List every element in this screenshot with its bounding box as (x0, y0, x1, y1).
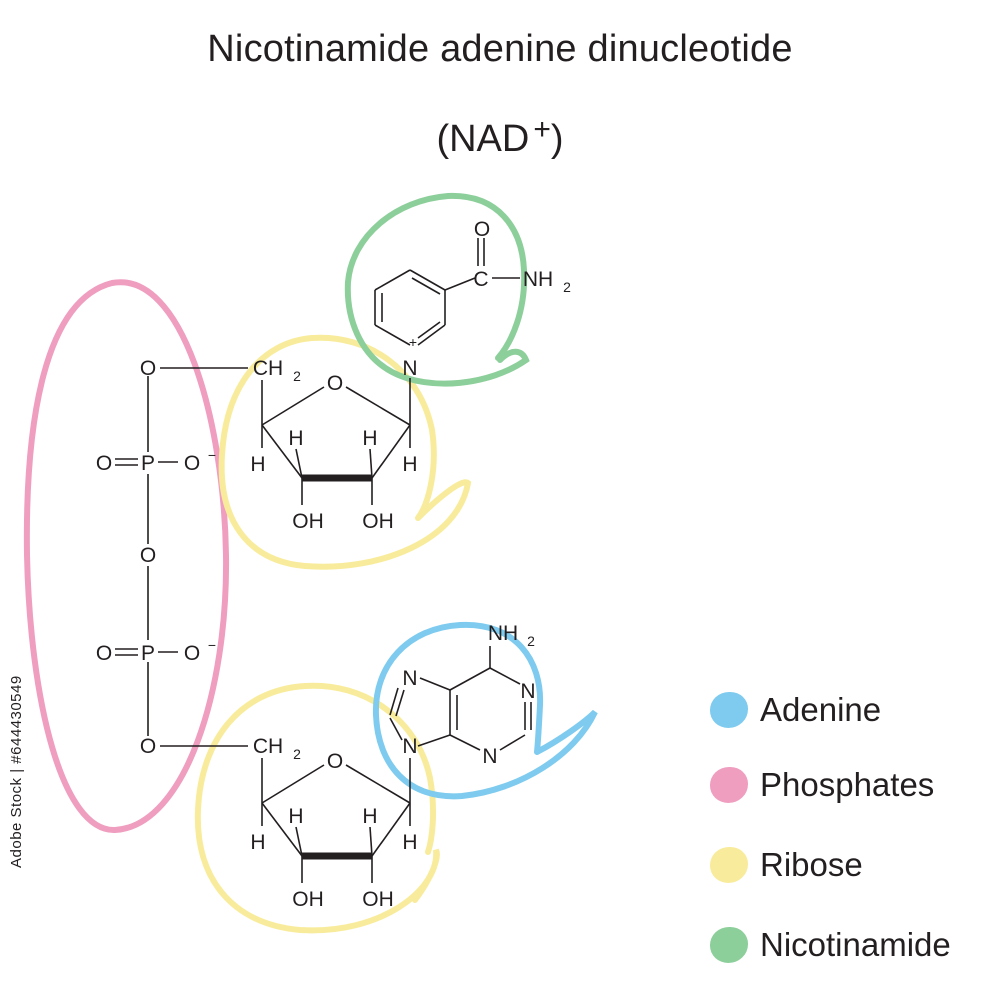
atom-labels: O P O O − O P O O − O CH 2 O H H H H OH … (96, 218, 571, 911)
legend-item-ribose: Ribose (710, 843, 1000, 887)
adenine-n-1: N (520, 680, 535, 703)
h-top-3: H (250, 453, 265, 476)
phosphate-o-double-1: O (96, 452, 112, 475)
legend-item-phosphates: Phosphates (710, 763, 1000, 807)
h-bottom-1: H (288, 805, 303, 828)
h-top-1: H (288, 427, 303, 450)
legend-label-nicotinamide: Nicotinamide (760, 926, 951, 963)
minus-charge-1: − (208, 447, 216, 463)
phosphate-o-minus-2: O (184, 642, 200, 665)
amide-nh2: NH (523, 268, 553, 291)
ch2-top-sub: 2 (293, 368, 301, 384)
adenine-n-7: N (402, 667, 417, 690)
oh-bottom-2: OH (362, 888, 394, 911)
nicotinamide-highlight (344, 192, 530, 387)
diagram-title: Nicotinamide adenine dinucleotide (207, 28, 793, 70)
plus-charge: + (409, 334, 417, 350)
oh-top-1: OH (292, 510, 324, 533)
ribose-bold-bonds (302, 474, 372, 860)
legend-label-phosphates: Phosphates (760, 766, 935, 803)
legend-swatch-ribose (710, 847, 748, 883)
adenine-nh2-sub: 2 (527, 633, 535, 649)
phosphate-o-double-2: O (96, 642, 112, 665)
bonds (115, 238, 532, 883)
legend-swatch-phosphates (710, 767, 748, 803)
minus-charge-2: − (208, 637, 216, 653)
amide-nh2-sub: 2 (563, 279, 571, 295)
h-bottom-2: H (362, 805, 377, 828)
h-top-2: H (362, 427, 377, 450)
ch2-top: CH (253, 357, 283, 380)
h-bottom-3: H (250, 831, 265, 854)
ribose-highlight-top (218, 334, 472, 570)
ch2-bottom-sub: 2 (293, 746, 301, 762)
stock-id-label: Adobe Stock | #644430549 (8, 675, 25, 868)
subtitle-text: (NAD (436, 118, 530, 160)
adenine-nh2: NH (488, 622, 518, 645)
legend-label-ribose: Ribose (760, 846, 863, 883)
adenine-n-9: N (402, 735, 417, 758)
adenine-highlight (372, 621, 598, 800)
amide-c: C (473, 268, 488, 291)
adenine-n-3: N (482, 745, 497, 768)
phosphate-o-minus-1: O (184, 452, 200, 475)
phosphorus-2: P (141, 642, 155, 665)
n-pyridinium: N (402, 357, 417, 380)
ribose-o-top: O (327, 372, 343, 395)
ribose-o-bottom: O (327, 750, 343, 773)
phosphorus-1: P (141, 452, 155, 475)
h-bottom-4: H (402, 831, 417, 854)
legend-label-adenine: Adenine (760, 691, 882, 728)
h-top-4: H (402, 453, 417, 476)
legend-item-adenine: Adenine (710, 688, 1000, 732)
oh-top-2: OH (362, 510, 394, 533)
ribose-highlight-bottom (194, 682, 440, 934)
phosphate-bridge-o: O (140, 544, 156, 567)
legend-swatch-nicotinamide (710, 927, 748, 963)
phosphates-highlight (23, 279, 230, 834)
diagram-subtitle: (NAD+) (0, 113, 1000, 161)
subtitle-close: ) (550, 118, 564, 160)
amide-o: O (474, 218, 490, 241)
legend-item-nicotinamide: Nicotinamide (710, 923, 1000, 967)
phosphate-o-1: O (140, 357, 156, 380)
phosphate-o-2: O (140, 735, 156, 758)
oh-bottom-1: OH (292, 888, 324, 911)
subtitle-superscript: + (533, 113, 551, 146)
legend-swatch-adenine (710, 692, 748, 728)
ch2-bottom: CH (253, 735, 283, 758)
